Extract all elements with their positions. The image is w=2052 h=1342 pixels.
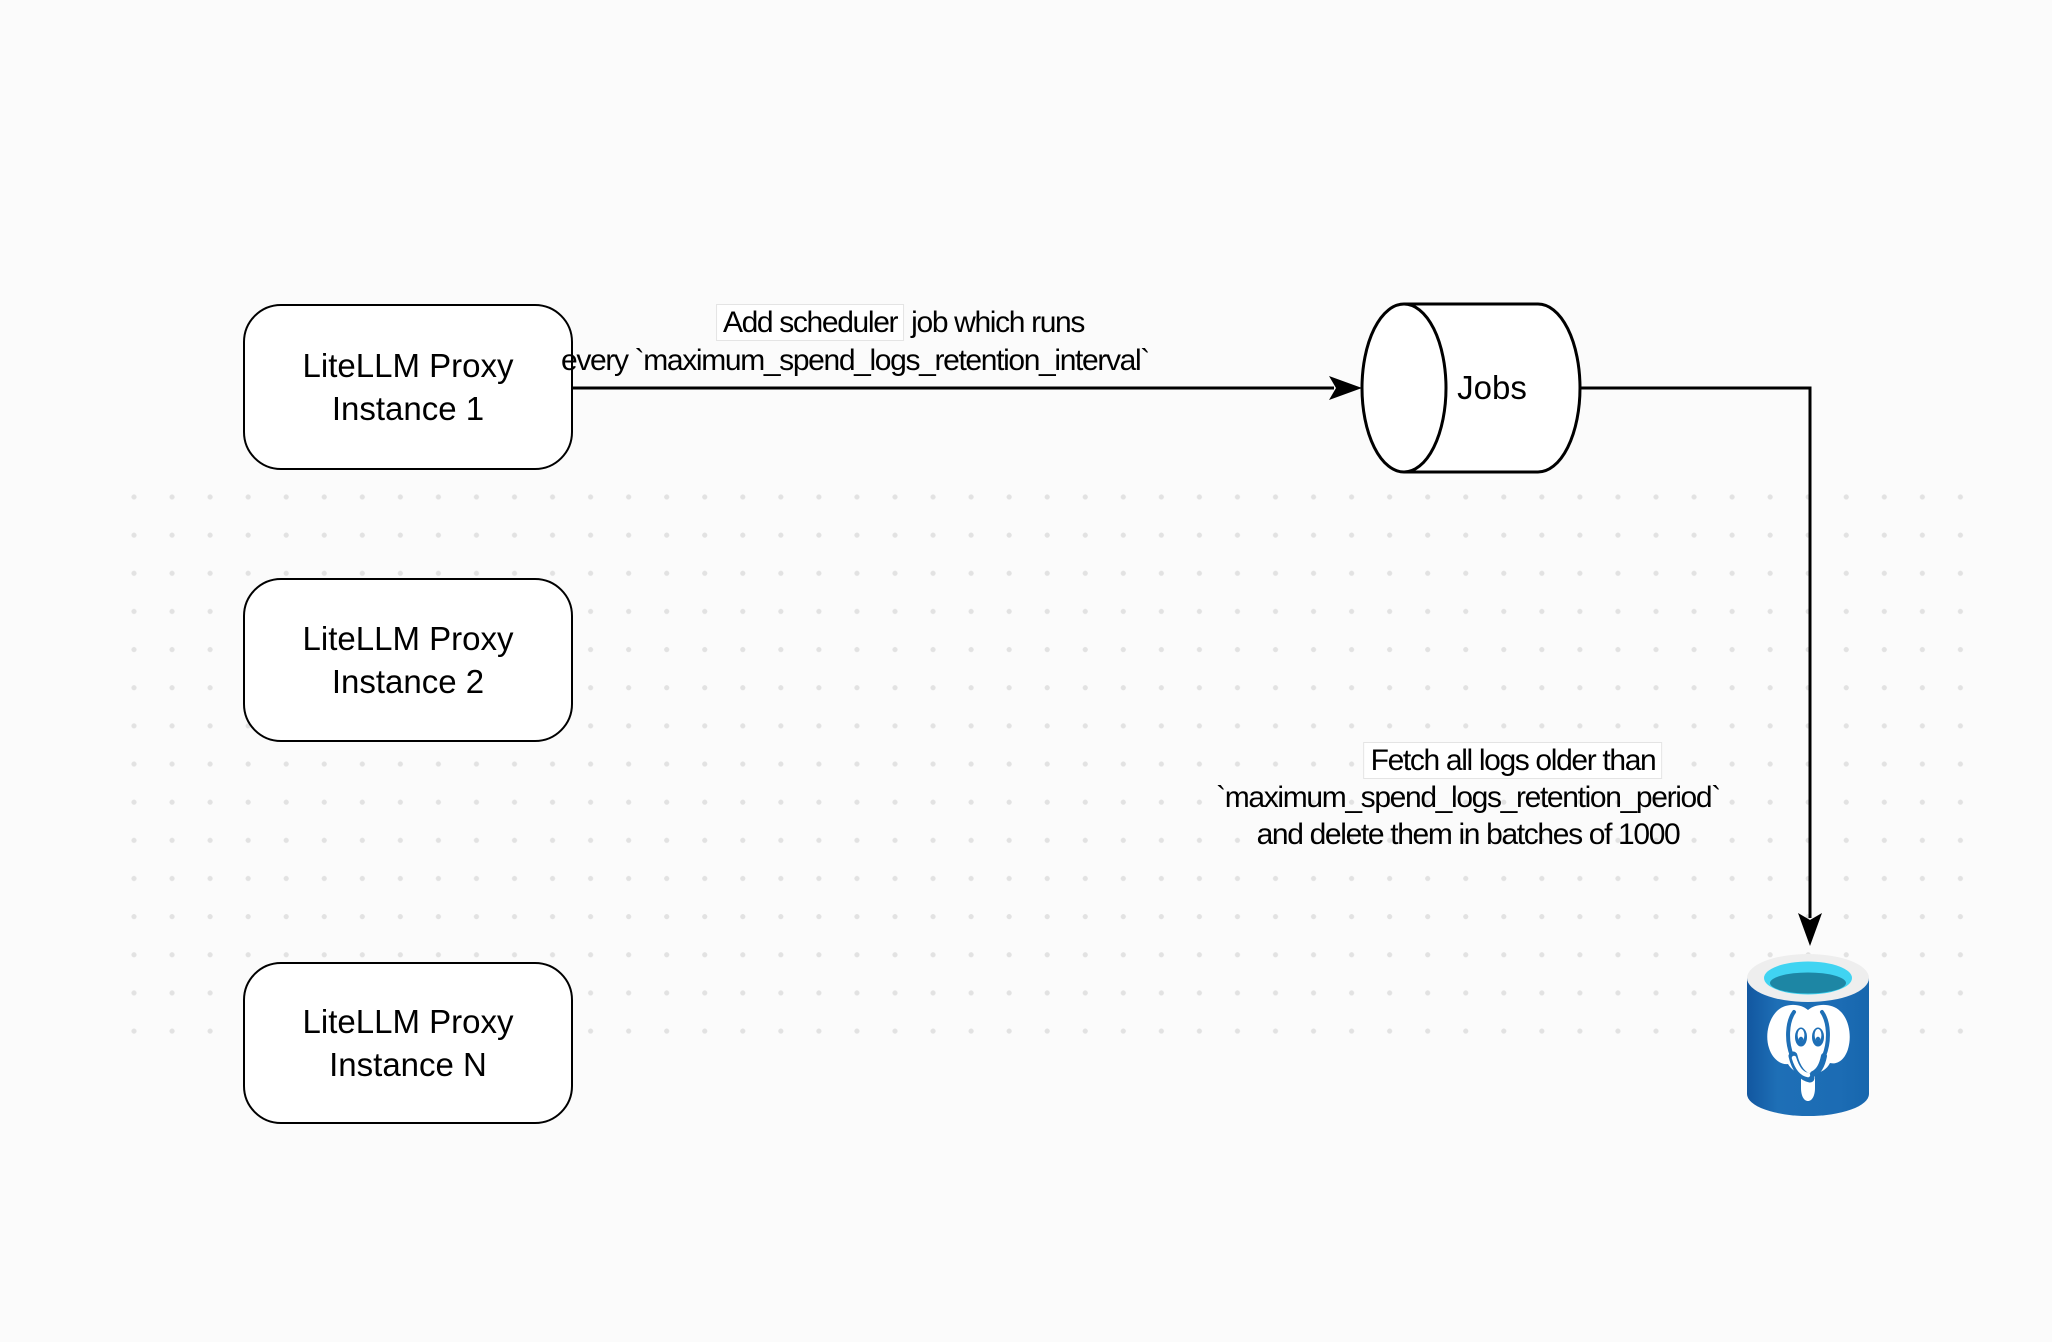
node-label-line: Instance 2 xyxy=(331,663,485,700)
edge-label-text: job which runs xyxy=(904,306,1085,339)
arrowhead-down-icon xyxy=(1798,913,1822,946)
edge-label-line: every `maximum_spend_logs_retention_inte… xyxy=(561,344,1150,377)
node-litellm-proxy-instance-1: LiteLLM Proxy Instance 1 xyxy=(243,304,573,470)
edge-label-line: Add scheduler job which runs xyxy=(606,304,1194,342)
edge-label-scheduler: Add scheduler job which runs every `maxi… xyxy=(561,304,1150,380)
node-label-line: LiteLLM Proxy xyxy=(302,620,514,657)
edge-label-line: and delete them in batches of 1000 xyxy=(1256,818,1681,851)
node-label-line: Instance N xyxy=(329,1046,487,1083)
edge-label-line: `maximum_spend_logs_retention_period` xyxy=(1216,781,1721,814)
node-label-line: LiteLLM Proxy xyxy=(302,1003,514,1040)
jobs-node-label: Jobs xyxy=(1457,369,1527,406)
node-litellm-proxy-instance-2: LiteLLM Proxy Instance 2 xyxy=(243,578,573,742)
edge-label-line: Fetch all logs older than xyxy=(1261,742,1765,779)
edge-scheduler-arrow xyxy=(573,376,1362,400)
postgres-elephant-icon xyxy=(1767,1004,1850,1101)
edge-fetch-arrow xyxy=(1580,386,1822,946)
dot-grid xyxy=(115,478,1977,1050)
edge-label-highlight: Add scheduler xyxy=(715,304,905,341)
node-label-line: Instance 1 xyxy=(331,390,485,427)
node-litellm-proxy-instance-n: LiteLLM Proxy Instance N xyxy=(243,962,573,1124)
postgresql-database-icon xyxy=(1747,954,1869,1116)
node-label-line: LiteLLM Proxy xyxy=(302,347,514,384)
arrowhead-right-icon xyxy=(1329,376,1362,400)
edge-label-fetch: Fetch all logs older than `maximum_spend… xyxy=(1216,742,1721,853)
jobs-cylinder xyxy=(1360,302,1582,474)
edge-label-highlight: Fetch all logs older than xyxy=(1363,742,1663,779)
